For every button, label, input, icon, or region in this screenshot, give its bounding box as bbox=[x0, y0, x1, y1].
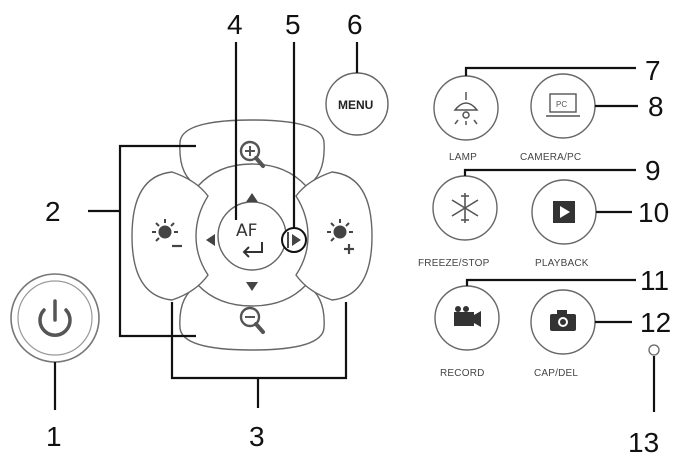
callout-3: 3 bbox=[249, 421, 265, 452]
freeze-stop-button[interactable] bbox=[432, 175, 498, 241]
power-button[interactable] bbox=[10, 273, 100, 363]
callout-13: 13 bbox=[628, 427, 659, 458]
up-arrow-icon bbox=[246, 193, 258, 202]
video-camera-icon bbox=[454, 306, 481, 327]
power-icon bbox=[38, 299, 72, 337]
monitor-icon: PC bbox=[546, 93, 580, 117]
brightness-down-icon bbox=[152, 219, 182, 248]
callout-6: 6 bbox=[347, 9, 363, 40]
status-led bbox=[648, 344, 660, 356]
brightness-up-icon bbox=[327, 219, 354, 254]
callout-2: 2 bbox=[45, 196, 61, 227]
callout-7: 7 bbox=[645, 55, 661, 86]
camera-pc-button[interactable]: PC bbox=[530, 73, 596, 139]
cap-del-button[interactable] bbox=[530, 289, 596, 355]
lamp-label: LAMP bbox=[449, 152, 477, 163]
brightness-down-button[interactable] bbox=[131, 171, 209, 301]
callout-11: 11 bbox=[640, 265, 669, 296]
record-button[interactable] bbox=[434, 285, 500, 351]
menu-label: MENU bbox=[338, 98, 373, 112]
callout-4: 4 bbox=[227, 9, 243, 40]
right-arrow-icon bbox=[292, 234, 301, 246]
record-label: RECORD bbox=[440, 368, 485, 379]
leader-line-11 bbox=[465, 278, 636, 286]
pc-screen-label: PC bbox=[556, 100, 567, 109]
zoom-in-button[interactable] bbox=[179, 119, 325, 187]
callout-8: 8 bbox=[648, 91, 664, 122]
snowflake-icon bbox=[451, 193, 479, 223]
af-label: AF bbox=[236, 221, 257, 241]
enter-icon bbox=[242, 242, 263, 258]
zoom-in-icon bbox=[239, 140, 265, 168]
callout-10: 10 bbox=[638, 197, 669, 228]
callout-9: 9 bbox=[645, 155, 661, 186]
cap-del-label: CAP/DEL bbox=[534, 368, 578, 379]
callout-12: 12 bbox=[640, 307, 671, 338]
brightness-up-button[interactable] bbox=[295, 171, 373, 301]
camera-pc-label: CAMERA/PC bbox=[520, 152, 581, 163]
play-icon bbox=[553, 201, 575, 223]
leader-line-7 bbox=[464, 66, 636, 76]
lamp-icon bbox=[453, 92, 479, 125]
freeze-stop-label: FREEZE/STOP bbox=[418, 258, 490, 269]
leader-line-2 bbox=[118, 144, 196, 338]
direction-pad: AF bbox=[131, 119, 373, 351]
menu-button[interactable]: MENU bbox=[325, 72, 389, 136]
down-arrow-icon bbox=[246, 282, 258, 291]
zoom-out-button[interactable] bbox=[179, 284, 325, 351]
zoom-out-icon bbox=[239, 306, 265, 334]
leader-line-9 bbox=[463, 168, 636, 176]
playback-button[interactable] bbox=[531, 179, 597, 245]
af-enter-button[interactable]: AF bbox=[217, 201, 287, 271]
right-arrow-button[interactable] bbox=[281, 227, 307, 253]
playback-label: PLAYBACK bbox=[535, 258, 589, 269]
callout-5: 5 bbox=[285, 9, 301, 40]
lamp-button[interactable] bbox=[433, 75, 499, 141]
camera-icon bbox=[550, 310, 576, 331]
left-arrow-icon bbox=[206, 234, 215, 246]
callout-1: 1 bbox=[46, 421, 62, 452]
